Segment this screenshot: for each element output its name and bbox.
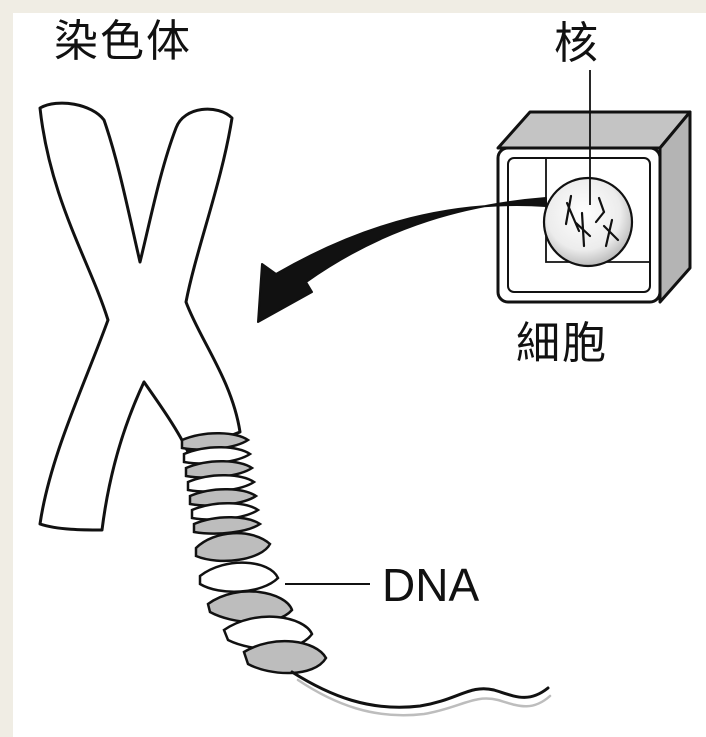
nucleus-icon <box>544 178 632 266</box>
cell-label: 細胞 <box>516 322 608 366</box>
dna-strand-shadow <box>298 680 550 715</box>
cell-cube-side <box>660 112 690 302</box>
nucleus-label: 核 <box>554 22 598 66</box>
chromosome-label: 染色体 <box>54 20 192 64</box>
dna-coil-tight <box>182 433 260 533</box>
dna-coil-loose <box>196 533 326 673</box>
cell-cube-top <box>498 112 690 148</box>
dna-strand <box>292 672 548 707</box>
dna-label: DNA <box>382 562 479 608</box>
